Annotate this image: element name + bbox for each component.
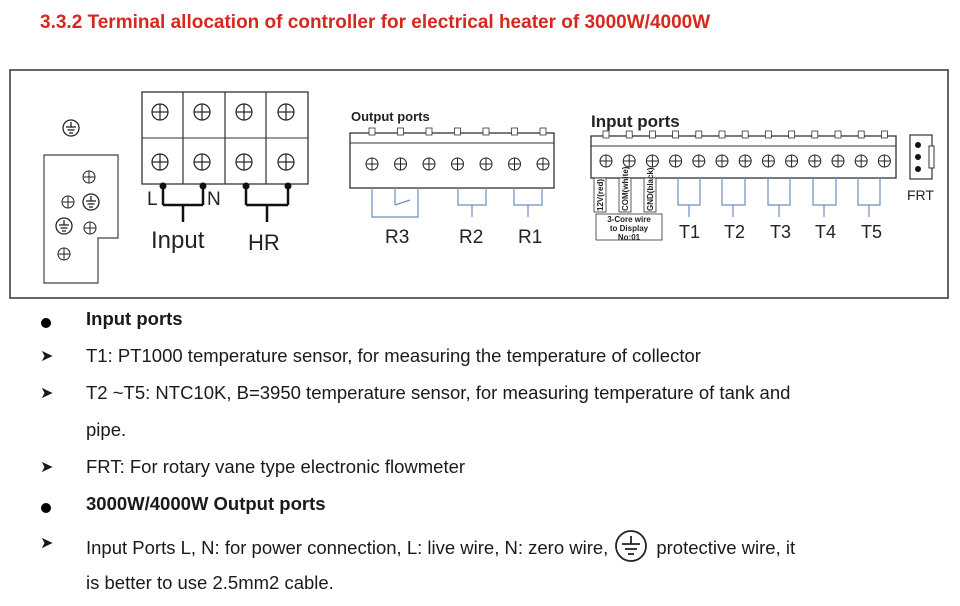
list-item: ➤ FRT: For rotary vane type electronic f… xyxy=(0,454,960,488)
terminal-tab xyxy=(811,130,819,139)
terminal-tab xyxy=(718,130,726,139)
arrow-right-icon: ➤ xyxy=(40,535,54,552)
ground-icon xyxy=(82,193,100,211)
terminal-tab xyxy=(765,130,772,139)
terminal-screw xyxy=(451,157,464,171)
tag-com: COM(white) xyxy=(621,166,630,211)
sensor-t1: T1 xyxy=(679,222,700,242)
terminal-screw xyxy=(394,157,407,171)
arrow-right-icon: ➤ xyxy=(40,348,54,365)
terminal-screw xyxy=(422,157,436,171)
terminal-screw xyxy=(831,154,845,168)
label-n: N xyxy=(207,189,221,210)
sensor-t5: T5 xyxy=(861,222,882,242)
section-heading: Input ports xyxy=(86,308,183,329)
terminal-screw xyxy=(645,154,659,168)
frt-connector xyxy=(909,134,935,180)
terminal-tab xyxy=(649,130,656,139)
relay-r3: R3 xyxy=(385,227,409,248)
list-item: ➤ Input Ports L, N: for power connection… xyxy=(0,530,960,564)
list-text: pipe. xyxy=(86,419,127,440)
terminal-screw xyxy=(715,154,729,168)
terminal-tab xyxy=(741,130,749,139)
sensor-t3: T3 xyxy=(770,222,791,242)
label-input: Input xyxy=(151,227,205,254)
list-text-after: protective wire, it xyxy=(656,536,796,558)
section-heading: 3000W/4000W Output ports xyxy=(86,493,326,514)
terminal-screw xyxy=(669,154,683,168)
tag-gnd: GND(black) xyxy=(646,167,655,211)
output-ports-label: Output ports xyxy=(351,109,430,124)
output-terminal-block xyxy=(349,127,555,189)
terminal-tab xyxy=(695,130,703,139)
terminal-tab xyxy=(397,127,404,136)
terminal-screw xyxy=(599,154,613,168)
wire-note-1: 3-Core wire xyxy=(607,215,651,224)
label-hr: HR xyxy=(248,230,280,255)
terminal-diagram: L N Input HR Output ports R3 R2 R1 Input… xyxy=(9,69,949,299)
terminal-tab xyxy=(602,130,610,139)
arrow-right-icon: ➤ xyxy=(40,459,54,476)
list-item: 3000W/4000W Output ports xyxy=(0,491,960,525)
terminal-tab xyxy=(482,127,490,136)
bullet-dot-icon xyxy=(41,318,51,328)
relay-r2: R2 xyxy=(459,227,483,248)
list-text: FRT: For rotary vane type electronic flo… xyxy=(86,456,466,477)
tag-12v: 12V(red) xyxy=(596,179,605,211)
sensor-t2: T2 xyxy=(724,222,745,242)
list-text: T1: PT1000 temperature sensor, for measu… xyxy=(86,345,701,366)
terminal-tab xyxy=(834,130,842,139)
terminal-tab xyxy=(788,130,795,139)
terminal-screw xyxy=(738,154,752,168)
terminal-tab xyxy=(625,130,633,139)
input-terminal-block xyxy=(590,130,897,179)
sensor-wiring xyxy=(677,178,881,217)
list-item: Input ports xyxy=(0,306,960,340)
terminal-screw xyxy=(761,154,775,168)
terminal-screw xyxy=(785,154,799,168)
list-item: ➤ T1: PT1000 temperature sensor, for mea… xyxy=(0,343,960,377)
frt-label: FRT xyxy=(907,187,934,203)
terminal-tab xyxy=(511,127,518,136)
terminal-screw xyxy=(854,154,868,168)
ground-icon xyxy=(62,119,80,137)
terminal-tab xyxy=(425,127,433,136)
power-terminal-block xyxy=(141,91,309,185)
input-ports-label: Input ports xyxy=(591,112,680,131)
wire-note-3: No:01 xyxy=(618,233,641,242)
list-item: ➤ T2 ~T5: NTC10K, B=3950 temperature sen… xyxy=(0,380,960,414)
relay-wiring xyxy=(371,188,543,218)
terminal-tab xyxy=(454,127,461,136)
list-text: Input Ports L, N: for power connection, … xyxy=(86,530,796,566)
list-text: is better to use 2.5mm2 cable. xyxy=(86,572,334,593)
terminal-screw xyxy=(479,157,493,171)
ground-icon xyxy=(615,530,648,562)
terminal-tab xyxy=(857,130,865,139)
arrow-right-icon: ➤ xyxy=(40,385,54,402)
terminal-screw xyxy=(692,154,706,168)
ground-icon xyxy=(55,217,73,235)
list-item: pipe. xyxy=(0,417,960,451)
terminal-tab xyxy=(368,127,376,136)
bullet-dot-icon xyxy=(41,503,51,513)
list-text: T2 ~T5: NTC10K, B=3950 temperature senso… xyxy=(86,382,791,403)
relay-r1: R1 xyxy=(518,227,542,248)
terminal-screw xyxy=(808,154,822,168)
terminal-screw xyxy=(365,157,379,171)
terminal-screw xyxy=(508,157,521,171)
display-wire-tags: 12V(red) COM(white) GND(black) 3-Core wi… xyxy=(593,166,663,242)
label-l: L xyxy=(147,189,158,210)
terminal-screw xyxy=(536,157,550,171)
terminal-tab xyxy=(539,127,547,136)
sensor-t4: T4 xyxy=(815,222,836,242)
terminal-tab xyxy=(672,130,679,139)
wire-note-2: to Display xyxy=(610,224,649,233)
page-title: 3.3.2 Terminal allocation of controller … xyxy=(40,12,711,33)
list-item: is better to use 2.5mm2 cable. xyxy=(0,570,960,604)
list-text-before: Input Ports L, N: for power connection, … xyxy=(86,536,609,558)
terminal-screw xyxy=(877,154,891,168)
terminal-tab xyxy=(881,130,888,139)
terminal-screw xyxy=(622,154,636,168)
